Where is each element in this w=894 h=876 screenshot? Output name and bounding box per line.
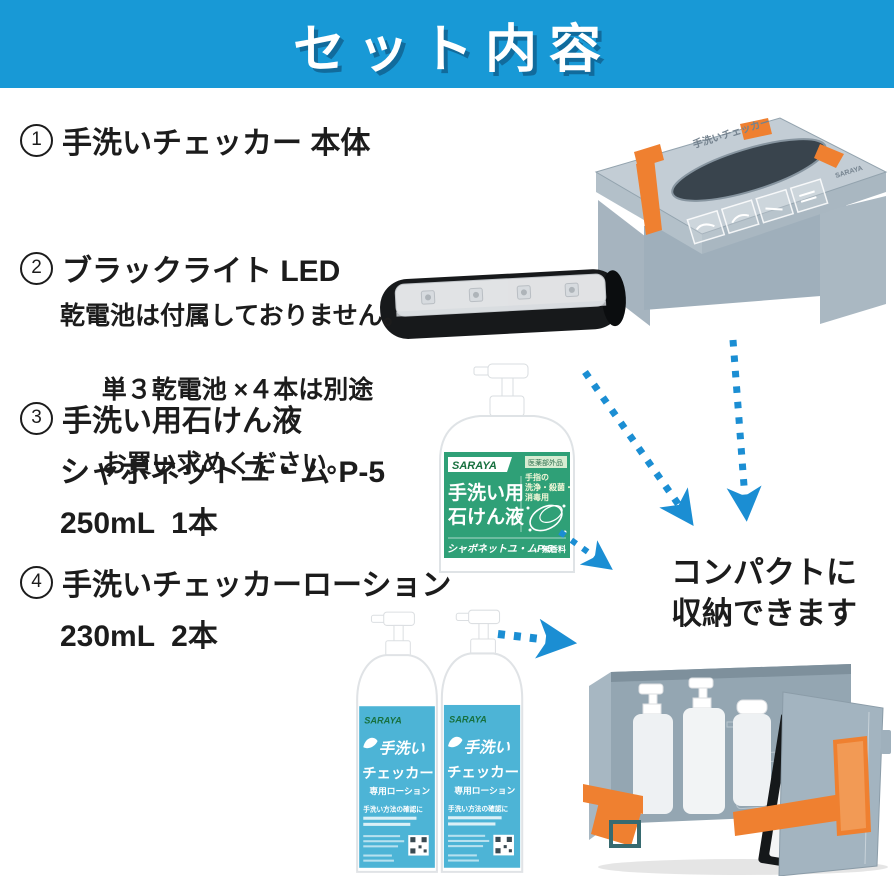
- soap-product-name: シャボネットユ・ムP-5: [447, 543, 553, 555]
- item-3-number: 3: [20, 401, 53, 435]
- lotion-bottle-1-image: SARAYA 手洗い チェッカー 専用ローション 手洗い方法の確認に: [341, 606, 451, 876]
- lotion-bottle-2-image: SARAYA 手洗い チェッカー 専用ローション 手洗い方法の確認に: [426, 604, 536, 876]
- led-bulbs: [420, 282, 580, 305]
- soap-use-1: 手指の: [525, 472, 549, 482]
- storage-case-image: [583, 634, 894, 876]
- item-1-number: 1: [20, 123, 53, 157]
- svg-text:チェッカー: チェッカー: [447, 764, 519, 781]
- item-4-number: 4: [20, 565, 53, 599]
- item-1: 1 手洗いチェッカー 本体: [20, 118, 370, 162]
- header-banner: セット内容: [0, 0, 894, 88]
- soap-use-2: 洗浄・殺菌・: [525, 482, 573, 492]
- item-3: 3 手洗い用石けん液 シャボネットユ・ム P-5 250mL 1本: [20, 396, 385, 542]
- lotion-brand: SARAYA: [364, 716, 401, 726]
- svg-text:専用ローション: 専用ローション: [454, 785, 515, 796]
- lotion-fine-print: [448, 816, 502, 862]
- storage-note: コンパクトに 収納できます: [671, 555, 857, 631]
- soap-hands-illustration: [526, 504, 567, 534]
- checker-body-image: 手洗いチェッカー SARAYA: [584, 108, 894, 335]
- item-3-title: 手洗い用石けん液: [62, 405, 302, 438]
- case-inner-bottles: [633, 677, 771, 814]
- lotion-hand-swoosh-icon: [448, 736, 463, 748]
- item-3-line2: 250mL 1本: [60, 507, 218, 540]
- item-4-title: 手洗いチェッカーローション: [62, 569, 452, 602]
- soap-title-2: 石けん液: [447, 505, 525, 528]
- lotion-desc: 手洗い方法の確認に: [363, 805, 423, 814]
- lotion-subtitle: 専用ローション: [369, 785, 430, 796]
- svg-text:手洗い方法の確認に: 手洗い方法の確認に: [448, 804, 508, 813]
- dashed-arrow-checker-to-case: [726, 339, 762, 522]
- dashed-arrow-led-to-case: [582, 369, 694, 527]
- lotion-fine-print: [363, 816, 417, 862]
- soap-title-1: 手洗い用: [448, 481, 524, 504]
- checker-orange-clips: [634, 118, 844, 235]
- checker-right-leg: [820, 196, 886, 324]
- checker-instruction-icons: [686, 178, 829, 245]
- item-3-line1: シャボネットユ・ム P-5: [60, 456, 386, 489]
- lotion-title-2: チェッカー: [362, 765, 433, 782]
- soap-bottle-image: SARAYA 手洗い用 石けん液 医薬部外品 手指の 洗浄・殺菌・ 消毒用 シャ…: [424, 356, 589, 578]
- item-2-title: ブラックライト LED: [62, 255, 341, 288]
- case-straps: [583, 736, 871, 848]
- soap-badge: 医薬部外品: [528, 458, 563, 467]
- page-title: セット内容: [292, 20, 613, 79]
- svg-text:手洗い: 手洗い: [463, 738, 510, 756]
- item-4-line1: 230mL 2本: [60, 620, 218, 653]
- lotion-qr-code: [493, 834, 514, 856]
- soap-brand: SARAYA: [452, 460, 497, 472]
- soap-fragrance: 無香料: [542, 544, 566, 554]
- item-2: 2 ブラックライト LED 乾電池は付属しておりません。 単３乾電池 ×４本は別…: [20, 246, 408, 483]
- item-2-number: 2: [20, 251, 53, 285]
- item-1-title: 手洗いチェッカー 本体: [62, 127, 371, 160]
- lotion-qr-code: [408, 835, 429, 856]
- blacklight-led-image: [372, 251, 634, 356]
- soap-pump: [473, 363, 529, 417]
- svg-text:SARAYA: SARAYA: [449, 714, 487, 724]
- lotion-title-1: 手洗い: [379, 739, 426, 757]
- soap-use-3: 消毒用: [525, 492, 549, 502]
- item-2-note: 乾電池は付属しておりません。 単３乾電池 ×４本は別途 お買い求めください。: [60, 302, 408, 478]
- lotion-pump: [370, 611, 415, 657]
- item-4: 4 手洗いチェッカーローション 230mL 2本: [20, 560, 451, 655]
- lotion-hand-swoosh-icon: [363, 737, 378, 749]
